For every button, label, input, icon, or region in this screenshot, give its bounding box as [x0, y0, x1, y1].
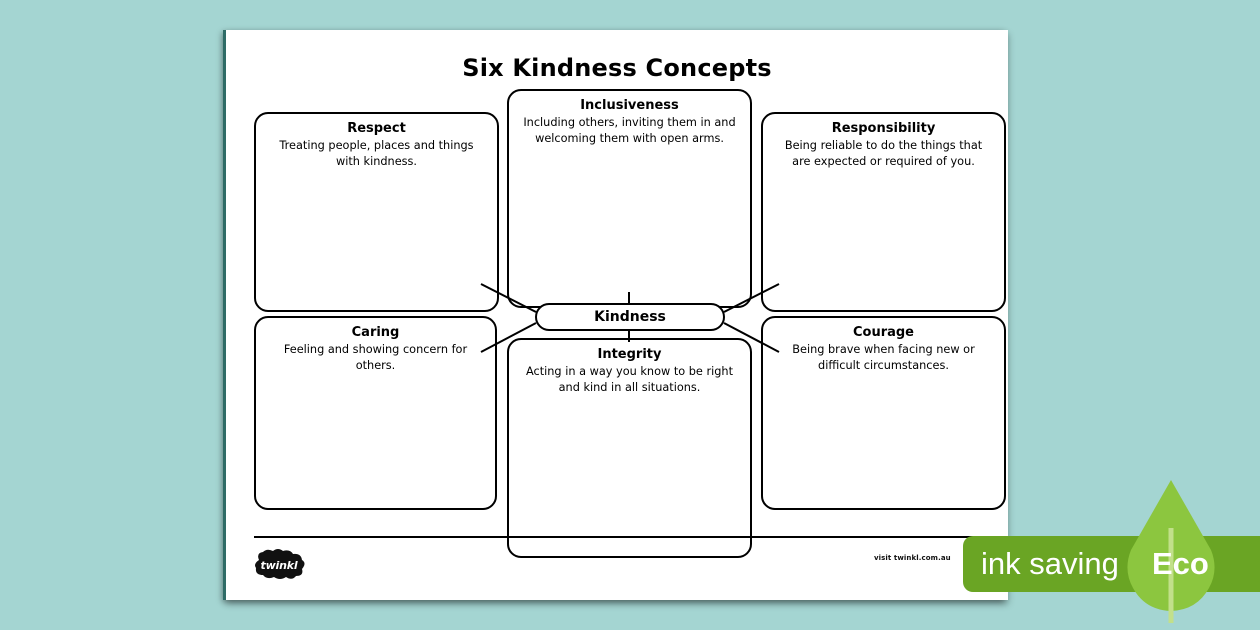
page-title: Six Kindness Concepts: [462, 54, 772, 82]
concept-title: Respect: [347, 121, 406, 136]
footer-divider: [254, 536, 980, 538]
concept-description: Acting in a way you know to be right and…: [525, 365, 734, 394]
concept-box-responsibility[interactable]: Responsibility Being reliable to do the …: [761, 112, 1006, 312]
concept-title: Courage: [852, 325, 915, 340]
concept-box-integrity[interactable]: Integrity Acting in a way you know to be…: [507, 338, 752, 558]
center-node-label: Kindness: [594, 309, 666, 325]
ink-saving-eco-badge: ink saving Eco: [963, 478, 1260, 630]
concept-description: Being reliable to do the things that are…: [784, 139, 983, 168]
concept-title: Integrity: [597, 347, 662, 362]
eco-badge-secondary-text: Eco: [1152, 546, 1209, 581]
concept-description: Being brave when facing new or difficult…: [792, 343, 975, 372]
concept-title: Inclusiveness: [580, 98, 679, 113]
concept-description: Including others, inviting them in and w…: [523, 116, 736, 145]
concept-description: Feeling and showing concern for others.: [283, 343, 468, 372]
visit-url-text: visit twinkl.com.au: [874, 554, 951, 562]
concept-box-respect[interactable]: Respect Treating people, places and thin…: [254, 112, 499, 312]
eco-badge-primary-text: ink saving: [981, 546, 1119, 581]
leaf-icon: [1127, 480, 1215, 623]
center-node-kindness[interactable]: Kindness: [535, 303, 725, 331]
worksheet-page: Six Kindness Concepts Respect Treating p…: [226, 30, 1008, 600]
twinkl-wordmark: twinkl: [260, 558, 298, 572]
twinkl-cloud-icon: [255, 549, 305, 579]
concept-title: Responsibility: [831, 121, 936, 136]
concept-description: Treating people, places and things with …: [279, 139, 474, 168]
twinkl-logo: twinkl: [251, 548, 307, 582]
concept-box-caring[interactable]: Caring Feeling and showing concern for o…: [254, 316, 497, 510]
concept-box-courage[interactable]: Courage Being brave when facing new or d…: [761, 316, 1006, 510]
concept-title: Caring: [351, 325, 400, 340]
concept-box-inclusiveness[interactable]: Inclusiveness Including others, inviting…: [507, 89, 752, 308]
